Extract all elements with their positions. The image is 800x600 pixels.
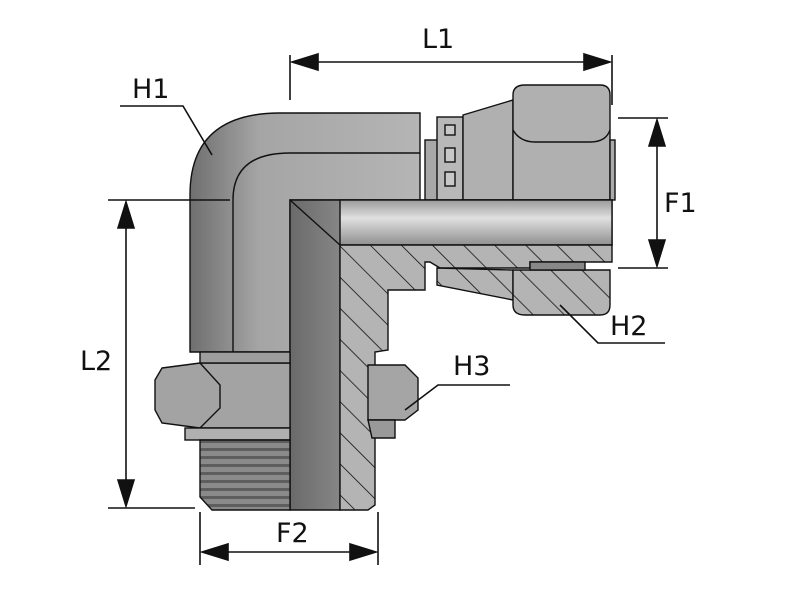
h2-leader [559,304,665,344]
h1-leader [120,105,213,156]
label-h2: H2 [610,311,648,342]
thread [199,439,291,511]
elbow-body [189,112,421,353]
lower-hex [154,362,291,429]
label-h1: H1 [132,74,170,105]
elbow-inner-curve [232,152,420,352]
h3-leader [404,384,510,411]
label-l1: L1 [422,24,455,55]
label-l2: L2 [80,346,113,377]
label-f2: F2 [276,518,309,549]
label-f1: F1 [664,188,697,219]
label-h3: H3 [453,351,491,382]
